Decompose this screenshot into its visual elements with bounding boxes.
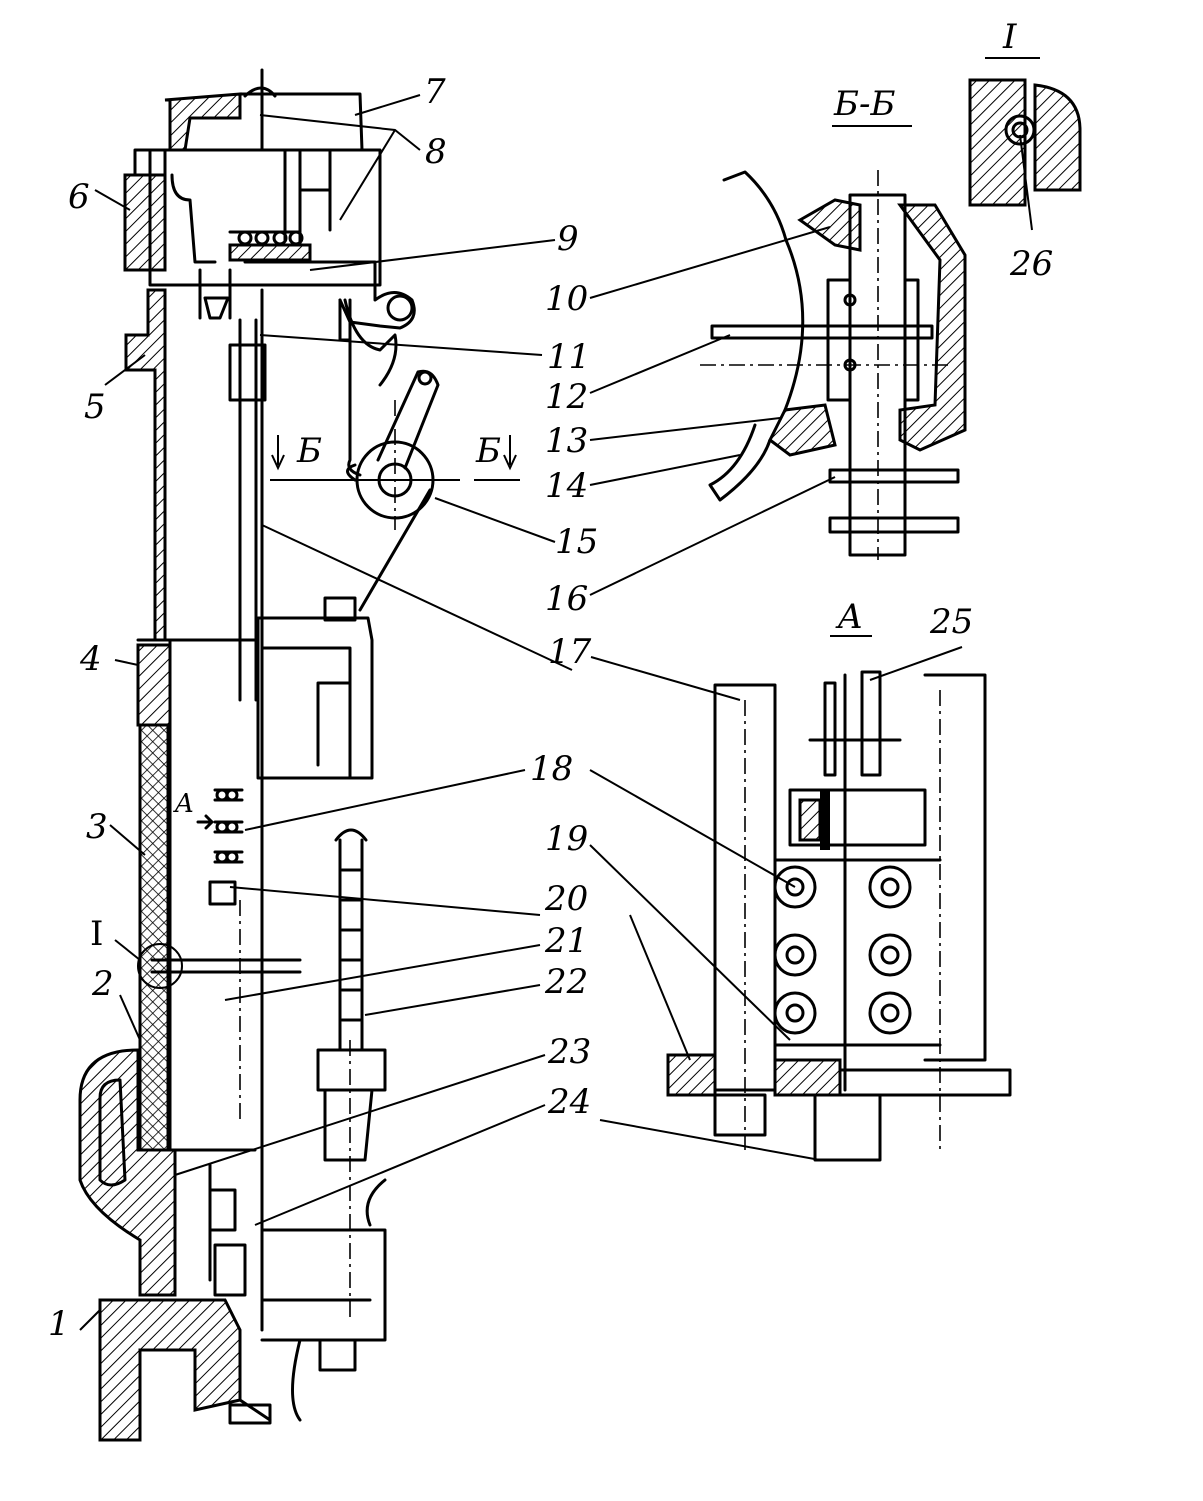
label-9: 9 bbox=[557, 219, 579, 259]
label-6: 6 bbox=[68, 177, 90, 217]
top-cover bbox=[164, 92, 242, 152]
label-16: 16 bbox=[545, 579, 588, 619]
detail-callout-i: I bbox=[90, 914, 103, 954]
cut-mark-right: Б bbox=[475, 431, 501, 471]
housing-block bbox=[256, 616, 374, 780]
view-a-title: A bbox=[835, 597, 863, 637]
view-arrow-a: A bbox=[173, 789, 194, 819]
label-21: 21 bbox=[544, 921, 588, 961]
flange-6 bbox=[123, 173, 167, 272]
section-b-b: Б-Б bbox=[700, 84, 967, 560]
label-8: 8 bbox=[425, 132, 447, 172]
cut-mark-left: Б bbox=[296, 431, 322, 471]
lever-9 bbox=[243, 260, 416, 330]
springs-18 bbox=[213, 788, 244, 864]
label-22: 22 bbox=[544, 962, 588, 1002]
label-20: 20 bbox=[544, 879, 588, 919]
label-25: 25 bbox=[929, 602, 973, 642]
label-26: 26 bbox=[1009, 244, 1053, 284]
detail-i: I bbox=[968, 17, 1082, 207]
label-5: 5 bbox=[84, 387, 106, 427]
housing-2 bbox=[78, 1048, 177, 1297]
part-labels: 1 2 3 4 5 6 7 8 9 10 11 12 13 14 15 16 1… bbox=[48, 72, 1053, 1344]
detail-circle bbox=[137, 943, 183, 989]
leader-lines bbox=[79, 94, 1033, 1331]
label-2: 2 bbox=[91, 964, 114, 1004]
tie-rod-22 bbox=[338, 838, 364, 1052]
view-a: A bbox=[666, 597, 1012, 1162]
coupling-4 bbox=[136, 643, 172, 727]
rod-17 bbox=[238, 318, 258, 702]
label-15: 15 bbox=[555, 522, 598, 562]
rollers-19 bbox=[773, 865, 912, 1035]
label-13: 13 bbox=[545, 421, 588, 461]
label-19: 19 bbox=[545, 819, 588, 859]
label-17: 17 bbox=[548, 632, 592, 672]
label-23: 23 bbox=[547, 1032, 591, 1072]
label-11: 11 bbox=[547, 337, 590, 377]
label-7: 7 bbox=[424, 72, 446, 112]
label-10: 10 bbox=[545, 279, 588, 319]
main-view bbox=[78, 68, 520, 1442]
housing-1 bbox=[98, 1298, 242, 1442]
label-1: 1 bbox=[48, 1304, 70, 1344]
label-3: 3 bbox=[86, 807, 108, 847]
label-12: 12 bbox=[545, 377, 588, 417]
label-24: 24 bbox=[547, 1082, 591, 1122]
label-14: 14 bbox=[545, 466, 588, 506]
detail-title: I bbox=[1002, 17, 1017, 57]
section-title: Б-Б bbox=[833, 84, 895, 124]
body-wall-5 bbox=[124, 288, 167, 642]
lining-3 bbox=[138, 723, 170, 1152]
label-4: 4 bbox=[79, 639, 102, 679]
label-18: 18 bbox=[530, 749, 573, 789]
